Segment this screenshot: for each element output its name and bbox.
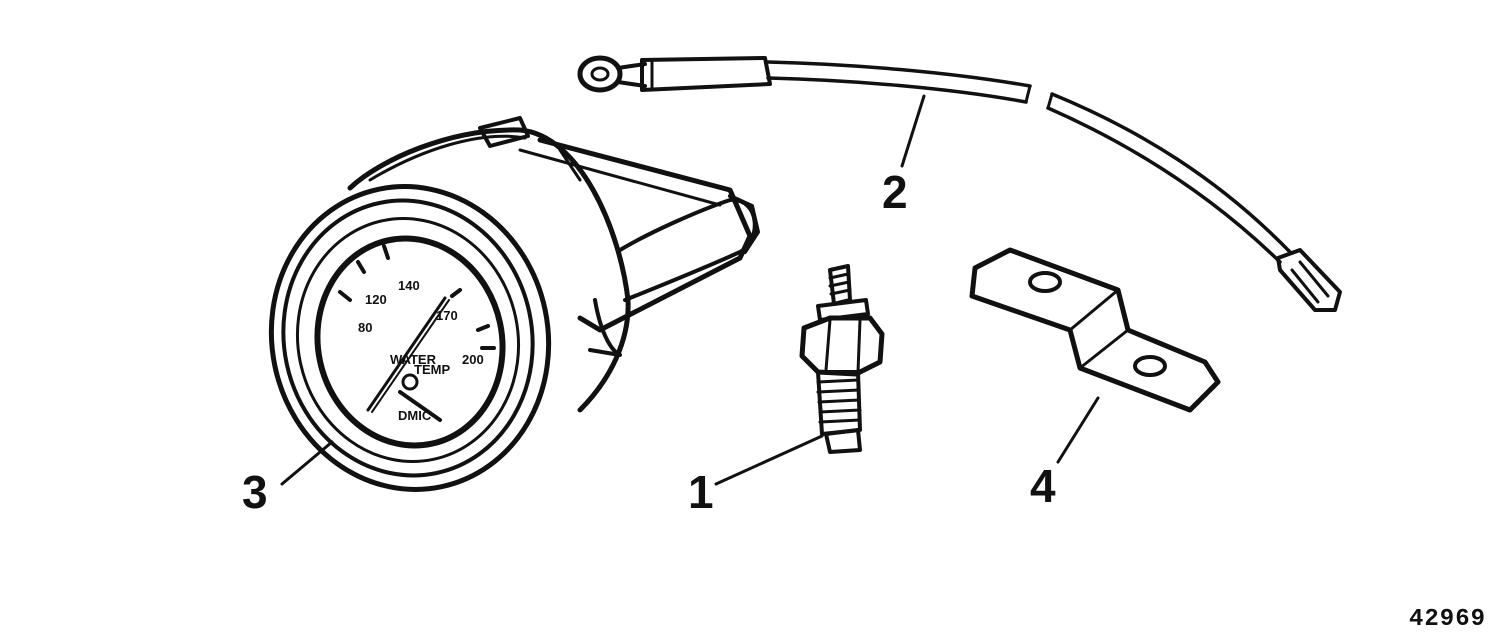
dial-label-80: 80 (358, 320, 372, 335)
dial-word-water: WATER (390, 352, 437, 367)
callout-3: 3 (242, 466, 268, 518)
mounting-bracket (969, 247, 1221, 464)
callout-1: 1 (688, 466, 714, 518)
dial-label-200: 200 (462, 352, 484, 367)
dial-label-120: 120 (365, 292, 387, 307)
figure-number: 42969 (1408, 606, 1486, 633)
wire-lead (577, 55, 1342, 312)
dial-label-170: 170 (436, 308, 458, 323)
dial-label-140: 140 (398, 278, 420, 293)
temperature-sender (714, 264, 885, 486)
temperature-gauge: 80 120 140 170 200 WATER TEMP DMIC (268, 116, 760, 492)
callout-2: 2 (882, 166, 908, 218)
dial-word-temp: TEMP (414, 362, 450, 377)
callout-4: 4 (1030, 460, 1056, 512)
dial-word-brand: DMIC (398, 408, 432, 423)
